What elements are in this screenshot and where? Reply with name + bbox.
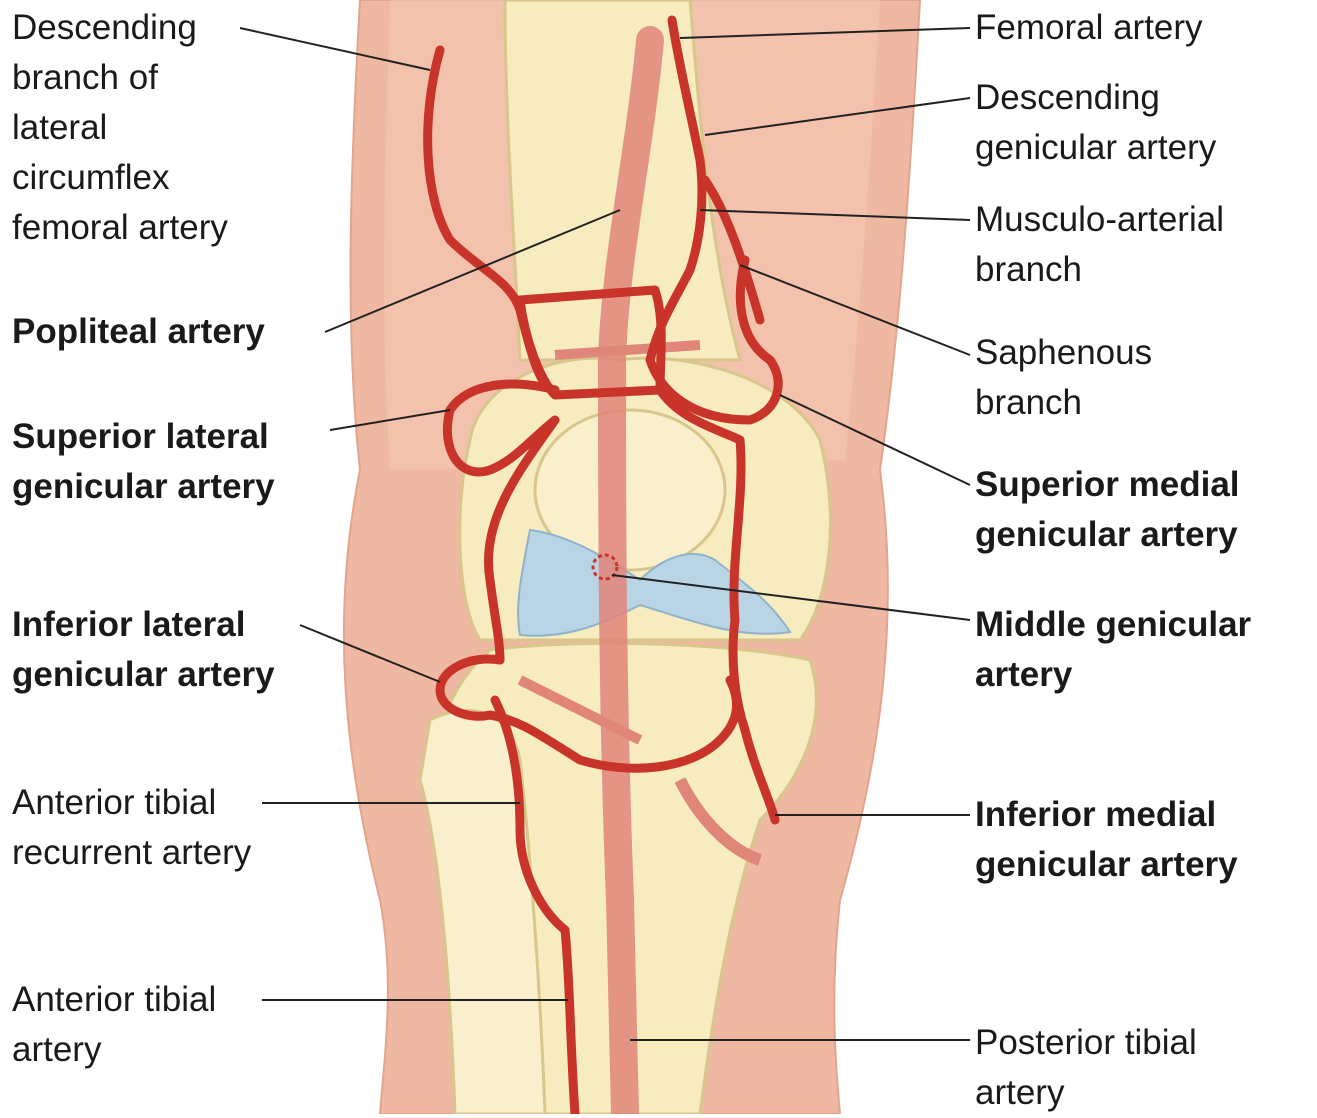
label-inferior-medial-genicular: Inferior medial genicular artery — [975, 790, 1238, 890]
label-middle-genicular: Middle genicular artery — [975, 600, 1251, 700]
label-line: genicular artery — [975, 510, 1240, 560]
label-line: Musculo-arterial — [975, 195, 1224, 245]
label-popliteal-artery: Popliteal artery — [12, 307, 265, 357]
label-line: Superior medial — [975, 460, 1240, 510]
label-line: Descending — [975, 73, 1216, 123]
label-line: Saphenous — [975, 328, 1152, 378]
label-line: branch — [975, 378, 1152, 428]
label-line: Middle genicular — [975, 600, 1251, 650]
label-line: Superior lateral — [12, 412, 275, 462]
label-line: genicular artery — [12, 650, 275, 700]
label-line: genicular artery — [975, 840, 1238, 890]
label-line: Inferior medial — [975, 790, 1238, 840]
label-line: Descending — [12, 3, 228, 53]
label-line: Inferior lateral — [12, 600, 275, 650]
label-line: artery — [975, 1068, 1197, 1118]
label-line: genicular artery — [975, 123, 1216, 173]
label-superior-lateral-genicular: Superior lateral genicular artery — [12, 412, 275, 512]
label-line: Anterior tibial — [12, 975, 216, 1025]
label-line: lateral — [12, 103, 228, 153]
label-superior-medial-genicular: Superior medial genicular artery — [975, 460, 1240, 560]
label-anterior-tibial-recurrent: Anterior tibial recurrent artery — [12, 778, 251, 878]
label-line: Posterior tibial — [975, 1018, 1197, 1068]
label-musculo-arterial-branch: Musculo-arterial branch — [975, 195, 1224, 295]
label-saphenous-branch: Saphenous branch — [975, 328, 1152, 428]
label-line: branch of — [12, 53, 228, 103]
label-line: genicular artery — [12, 462, 275, 512]
label-descending-branch-lateral-circumflex: Descending branch of lateral circumflex … — [12, 3, 228, 253]
label-line: artery — [975, 650, 1251, 700]
label-line: branch — [975, 245, 1224, 295]
label-femoral-artery: Femoral artery — [975, 3, 1203, 53]
label-line: Popliteal artery — [12, 307, 265, 357]
label-posterior-tibial: Posterior tibial artery — [975, 1018, 1197, 1118]
label-inferior-lateral-genicular: Inferior lateral genicular artery — [12, 600, 275, 700]
label-line: artery — [12, 1025, 216, 1075]
label-anterior-tibial: Anterior tibial artery — [12, 975, 216, 1075]
label-descending-genicular: Descending genicular artery — [975, 73, 1216, 173]
label-line: femoral artery — [12, 203, 228, 253]
label-line: Anterior tibial — [12, 778, 251, 828]
label-line: circumflex — [12, 153, 228, 203]
label-line: recurrent artery — [12, 828, 251, 878]
label-line: Femoral artery — [975, 3, 1203, 53]
